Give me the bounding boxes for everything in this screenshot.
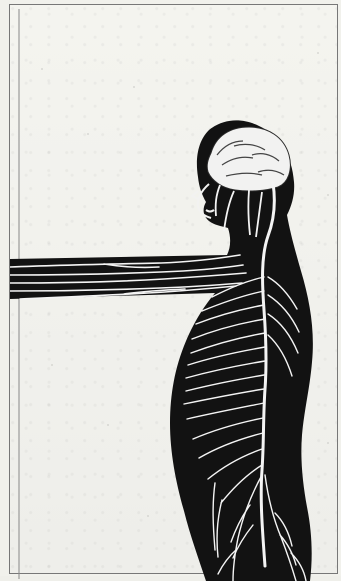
illustration-frame (9, 4, 338, 574)
nose-outline (192, 191, 198, 199)
nervous-system-illustration (10, 5, 341, 581)
